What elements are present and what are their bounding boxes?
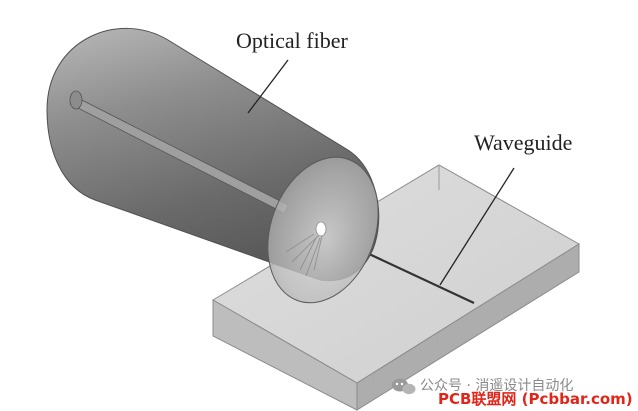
optical-fiber-cylinder bbox=[46, 27, 380, 304]
optical-fiber-leader-line bbox=[247, 59, 289, 114]
waveguide-label: Waveguide bbox=[474, 130, 572, 155]
slab-right-face bbox=[356, 243, 580, 411]
waveguide-slab bbox=[212, 164, 580, 411]
watermark-brand-text: PCB联盟网 (Pcbbar.com) bbox=[438, 390, 633, 408]
fiber-core-spot bbox=[315, 221, 327, 237]
waveguide-leader-line bbox=[439, 167, 515, 286]
wechat-icon bbox=[392, 378, 416, 395]
watermark-account-text: 公众号 · 消遥设计自动化 bbox=[420, 378, 573, 394]
optical-fiber-label: Optical fiber bbox=[236, 28, 348, 53]
light-pattern bbox=[285, 233, 323, 277]
fiber-core-back-end bbox=[69, 90, 83, 110]
watermark: 公众号 · 消遥设计自动化 PCB联盟网 (Pcbbar.com) bbox=[392, 378, 633, 408]
